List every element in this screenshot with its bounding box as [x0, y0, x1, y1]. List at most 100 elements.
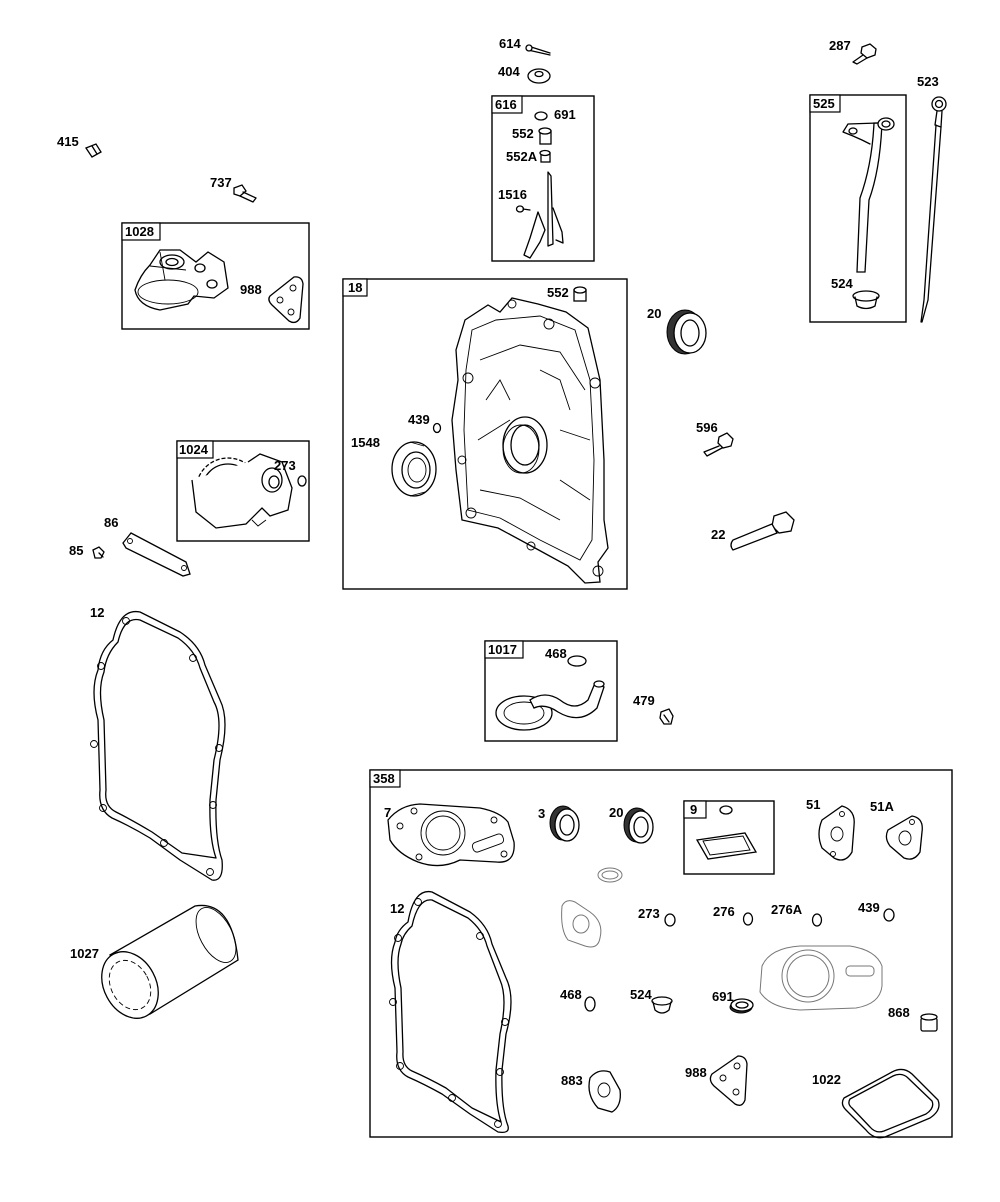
bolt-287: [852, 43, 877, 65]
dipstick-523: [920, 96, 947, 323]
oil-pump-1024: [191, 453, 293, 529]
box-1017: 1017: [484, 640, 618, 742]
label-525: 525: [813, 96, 835, 111]
label-20-kit: 20: [609, 805, 623, 820]
label-691-top: 691: [554, 107, 576, 122]
label-552-mid: 552: [547, 285, 569, 300]
label-3: 3: [538, 806, 545, 821]
seal-20-top: [666, 309, 707, 355]
label-439-kit: 439: [858, 900, 880, 915]
bushing-552-mid: [573, 286, 587, 302]
washer-404: [527, 68, 551, 84]
o-ring-276A: [811, 913, 823, 927]
label-85: 85: [69, 543, 83, 558]
label-276: 276: [713, 904, 735, 919]
label-737: 737: [210, 175, 232, 190]
seal-691-kit: [729, 998, 754, 1014]
cotter-pin-614: [525, 44, 551, 56]
label-86: 86: [104, 515, 118, 530]
gasket-883: [588, 1070, 621, 1113]
oil-pickup-1017: [495, 680, 605, 731]
label-273-mid: 273: [274, 458, 296, 473]
o-ring-439-kit: [883, 908, 895, 922]
bolt-596: [703, 432, 734, 457]
label-404: 404: [498, 64, 520, 79]
label-1022: 1022: [812, 1072, 841, 1087]
dipstick-tube-525: [842, 117, 895, 273]
pale-gasket: [561, 900, 602, 948]
bushing-552: [538, 127, 552, 145]
label-12-kit: 12: [390, 901, 404, 916]
label-20-top: 20: [647, 306, 661, 321]
gasket-in-9: [695, 805, 758, 860]
screw-1516: [515, 205, 531, 213]
bearing-1548: [391, 441, 437, 497]
label-287: 287: [829, 38, 851, 53]
o-ring-276: [742, 912, 754, 926]
oil-filter-1027: [101, 904, 239, 1019]
seal-20-kit: [623, 807, 654, 844]
cap-524-kit: [651, 996, 673, 1014]
box-358: 358: [369, 769, 953, 1138]
seal-3: [549, 805, 580, 842]
label-868: 868: [888, 1005, 910, 1020]
o-ring-468-kit: [584, 996, 596, 1012]
label-523: 523: [917, 74, 939, 89]
label-273-kit: 273: [638, 906, 660, 921]
label-988-kit: 988: [685, 1065, 707, 1080]
cover-plate-86: [122, 532, 191, 577]
label-1516: 1516: [498, 187, 527, 202]
gasket-988-top: [268, 276, 304, 324]
governor-shaft: [523, 171, 564, 259]
gasket-1022: [841, 1068, 940, 1139]
gasket-12-left: [90, 610, 226, 881]
label-1017: 1017: [488, 642, 517, 657]
label-358: 358: [373, 771, 395, 786]
label-439-mid: 439: [408, 412, 430, 427]
pale-head-gasket: [759, 945, 883, 1011]
cap-524-top: [852, 290, 880, 310]
label-51: 51: [806, 797, 820, 812]
gasket-12-kit: [389, 890, 512, 1134]
label-22: 22: [711, 527, 725, 542]
head-gasket-7: [387, 803, 515, 867]
valve-seal-868: [920, 1013, 938, 1032]
box-18: 18: [342, 278, 628, 590]
gasket-988-kit: [709, 1055, 748, 1106]
label-276A: 276A: [771, 902, 803, 917]
label-883: 883: [561, 1073, 583, 1088]
label-479: 479: [633, 693, 655, 708]
label-1027: 1027: [70, 946, 99, 961]
box-616: 616: [491, 95, 595, 262]
label-524-kit: 524: [630, 987, 652, 1002]
label-552A: 552A: [506, 149, 538, 164]
label-691-kit: 691: [712, 989, 734, 1004]
label-468-kit: 468: [560, 987, 582, 1002]
crankcase-cover-18: [451, 297, 609, 584]
label-7: 7: [384, 805, 391, 820]
gasket-51: [818, 805, 855, 861]
o-ring-273-kit: [664, 913, 676, 927]
label-616: 616: [495, 97, 517, 112]
label-51A: 51A: [870, 799, 894, 814]
label-468-mid: 468: [545, 646, 567, 661]
o-ring-439-mid: [432, 422, 442, 434]
bushing-552A: [539, 149, 551, 163]
box-525: 525: [809, 94, 907, 323]
bolt-22: [730, 511, 795, 551]
oil-filter-adapter-1028: [134, 249, 229, 311]
label-524-top: 524: [831, 276, 853, 291]
label-1548: 1548: [351, 435, 380, 450]
label-552-top: 552: [512, 126, 534, 141]
label-415: 415: [57, 134, 79, 149]
plug-415: [85, 143, 102, 158]
label-614: 614: [499, 36, 521, 51]
box-1024: 1024: [176, 440, 310, 542]
bolt-737: [233, 184, 257, 203]
label-1028: 1028: [125, 224, 154, 239]
gasket-51A: [885, 815, 923, 860]
box-9: 9: [683, 800, 775, 875]
label-596: 596: [696, 420, 718, 435]
label-1024: 1024: [179, 442, 209, 457]
